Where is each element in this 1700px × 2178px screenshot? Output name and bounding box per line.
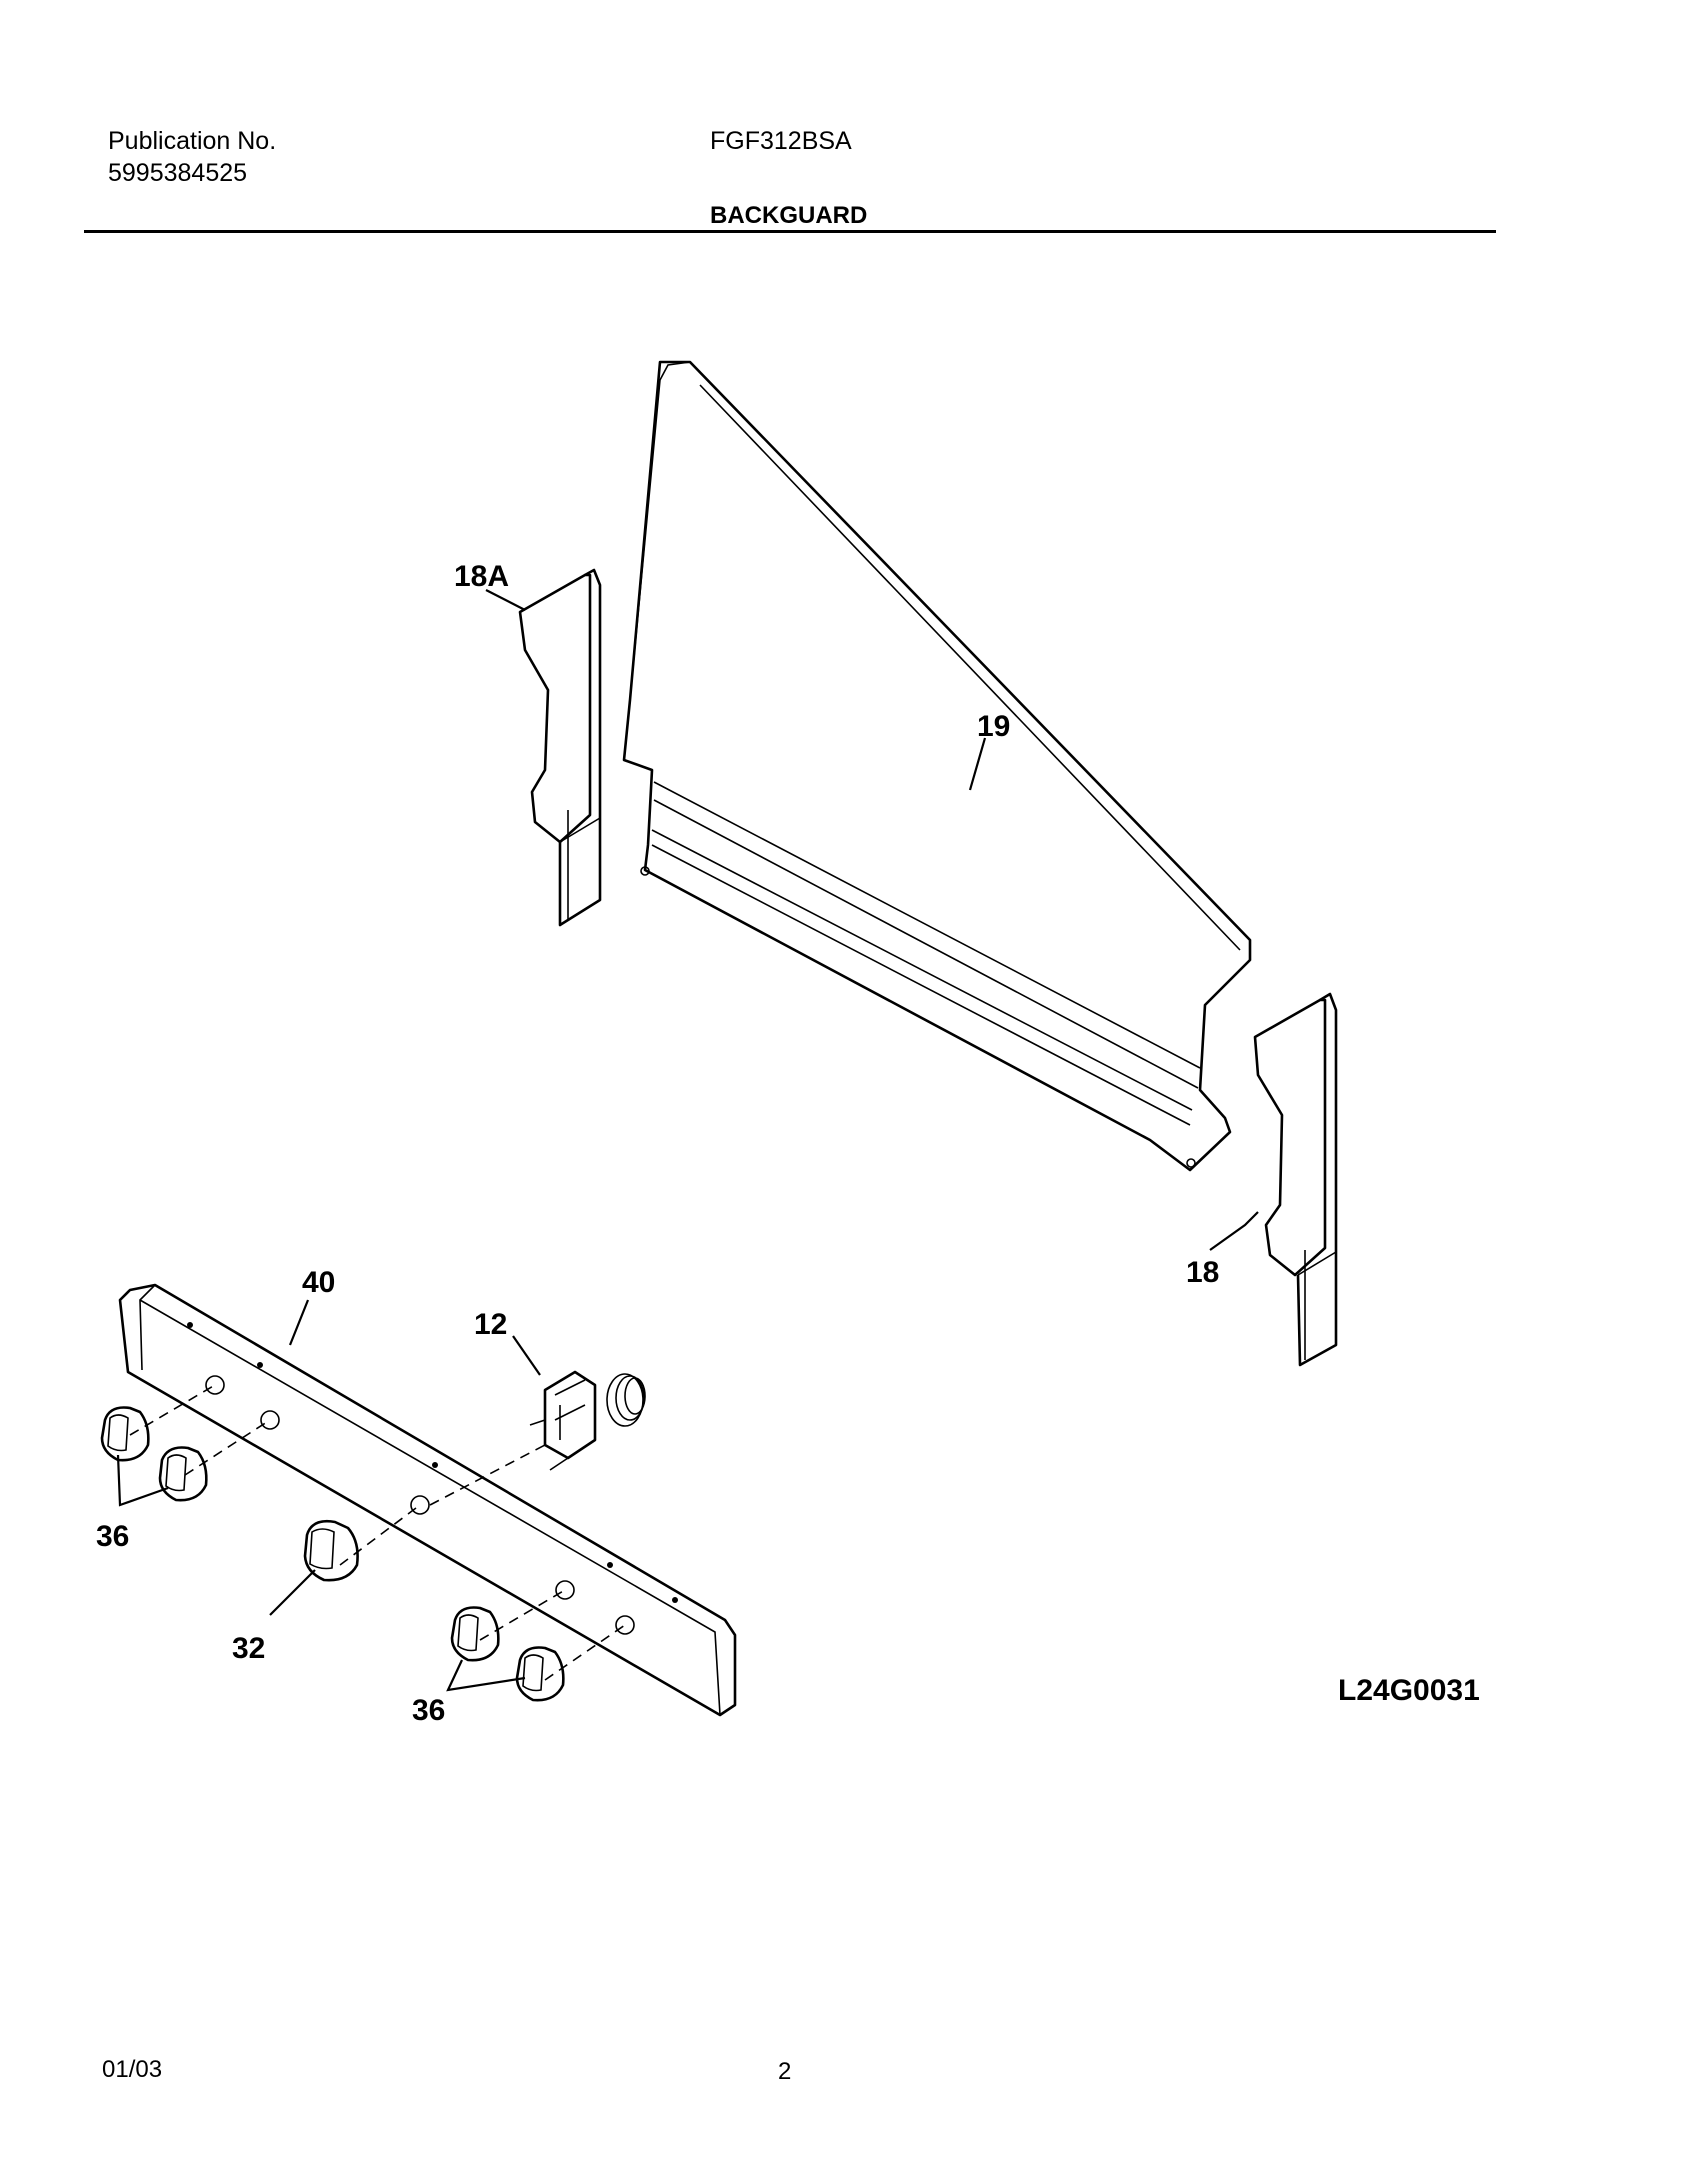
- leader-lines: [116, 589, 1259, 1692]
- callout-18a: 18A: [454, 560, 509, 593]
- section-title: BACKGUARD: [710, 202, 868, 229]
- footer-date: 01/03: [102, 2056, 163, 2083]
- part-18a-end-bracket-left: [518, 568, 602, 927]
- callout-12: 12: [474, 1308, 507, 1341]
- header-rule: [84, 230, 1496, 233]
- footer-page-number: 2: [778, 2058, 792, 2085]
- part-36-knob: [515, 1646, 565, 1702]
- callout-18: 18: [1186, 1256, 1219, 1289]
- part-18-end-bracket-right: [1253, 992, 1338, 1367]
- callout-32: 32: [232, 1632, 265, 1665]
- part-19-backguard-panel: [622, 360, 1252, 1172]
- part-36-knob: [158, 1446, 208, 1502]
- callout-36-right: 36: [412, 1694, 445, 1727]
- part-36-knob: [100, 1406, 150, 1462]
- part-36-knob: [450, 1606, 500, 1662]
- publication-label: Publication No.: [108, 127, 277, 155]
- callout-19: 19: [977, 710, 1010, 743]
- assembly-alignment-lines: [129, 1384, 626, 1681]
- drawing-id: L24G0031: [1338, 1674, 1480, 1707]
- callout-40: 40: [302, 1266, 335, 1299]
- model-number: FGF312BSA: [710, 127, 852, 155]
- part-40-control-panel: [118, 1283, 737, 1717]
- part-12-thermostat: [529, 1370, 646, 1471]
- publication-number: 5995384525: [108, 159, 248, 187]
- callout-36-left: 36: [96, 1520, 129, 1553]
